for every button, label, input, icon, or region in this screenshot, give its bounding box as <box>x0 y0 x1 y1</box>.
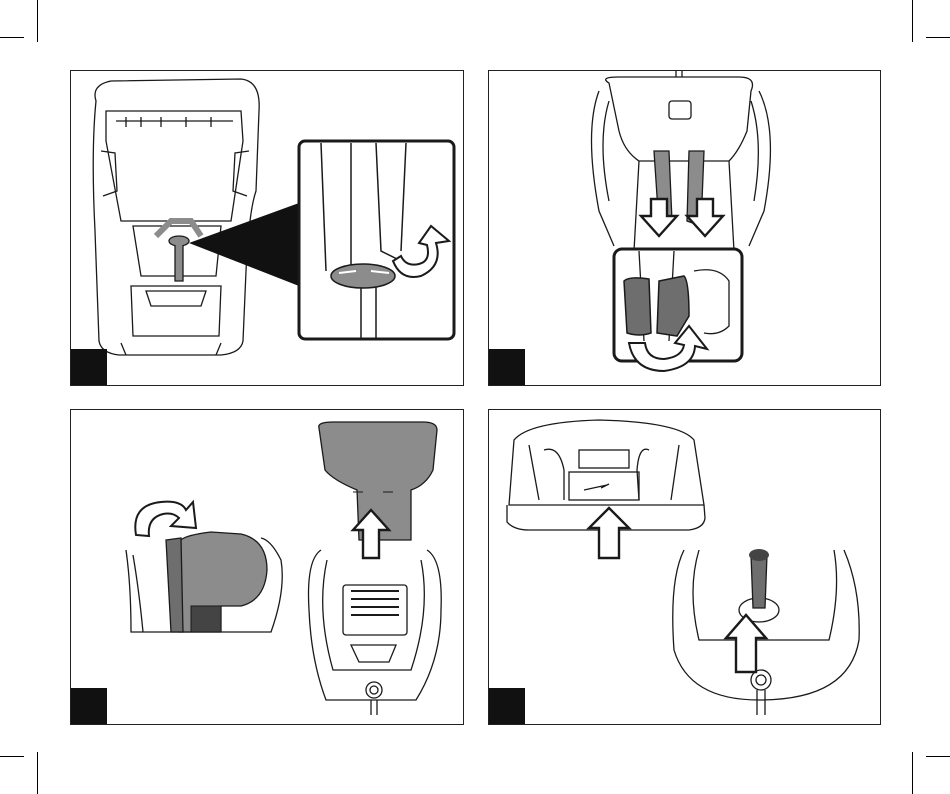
shoulder-pad-zoom-icon <box>614 249 742 371</box>
crotch-strap-view <box>673 549 859 715</box>
rotate-arrow-icon <box>135 502 196 536</box>
headrest-side-view <box>71 410 464 725</box>
step-number-badge <box>71 688 107 724</box>
up-arrow-icon-top <box>589 508 629 558</box>
panel-2 <box>488 70 881 386</box>
crop-mark-bottom-left-h <box>0 756 24 757</box>
harness-buckle-zoom-icon <box>299 141 454 339</box>
car-seat-front-view <box>489 71 881 386</box>
up-arrow-icon-bottom <box>726 615 766 672</box>
seat-cover-front-view <box>309 422 442 715</box>
panel-3 <box>70 409 464 725</box>
car-seat-top-view <box>71 71 464 386</box>
crop-mark-top-right-h <box>926 37 950 38</box>
crop-mark-top-right-v <box>912 0 913 42</box>
zoom-wedge <box>189 203 299 286</box>
step-number-badge <box>71 349 107 385</box>
crop-mark-top-left-h <box>0 37 24 38</box>
crop-mark-bottom-right-h <box>926 756 950 757</box>
step-number-badge <box>489 349 525 385</box>
step-number-badge <box>489 688 525 724</box>
crop-mark-top-left-v <box>37 0 38 42</box>
crop-mark-bottom-left-v <box>37 752 38 794</box>
panel-1 <box>70 70 464 386</box>
seat-shell-underside-view <box>489 410 881 725</box>
crop-mark-bottom-right-v <box>912 752 913 794</box>
panel-4 <box>488 409 881 725</box>
